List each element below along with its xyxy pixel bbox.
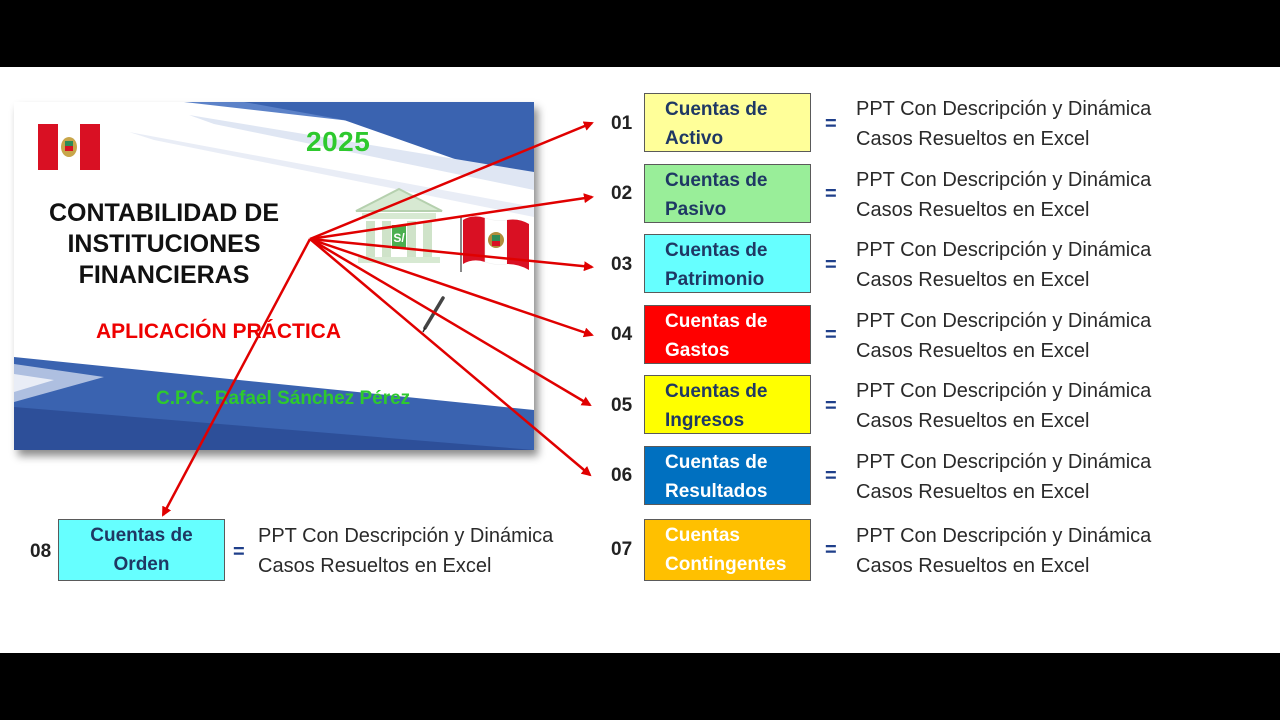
account-box-resultados: Cuentas de Resultados — [644, 446, 811, 505]
account-description: PPT Con Descripción y Dinámica Casos Res… — [856, 94, 1151, 154]
connector-arrows — [161, 121, 594, 517]
cover-title-line: INSTITUCIONES — [67, 230, 261, 258]
account-box-patrimonio: Cuentas de Patrimonio — [644, 234, 811, 293]
account-label: Gastos — [665, 340, 730, 361]
account-label: Activo — [665, 128, 724, 149]
account-number: 04 — [611, 324, 633, 345]
slide-decoration — [14, 102, 534, 450]
account-description: PPT Con Descripción y Dinámica Casos Res… — [856, 376, 1151, 436]
arrow-to-05 — [309, 237, 592, 407]
account-number: 07 — [611, 539, 633, 560]
account-label: Orden — [113, 554, 170, 575]
description-line: PPT Con Descripción y Dinámica — [856, 239, 1152, 261]
arrow-to-08 — [161, 238, 312, 517]
account-box-pasivo: Cuentas de Pasivo — [644, 164, 811, 223]
account-description: PPT Con Descripción y Dinámica Casos Res… — [856, 306, 1151, 366]
account-description: PPT Con Descripción y Dinámica Casos Res… — [856, 235, 1151, 295]
account-label: Patrimonio — [665, 269, 765, 290]
peru-flag-icon — [460, 216, 529, 272]
account-description: PPT Con Descripción y Dinámica Casos Res… — [856, 521, 1151, 581]
account-label: Ingresos — [665, 410, 745, 431]
arrow-to-04 — [309, 237, 594, 338]
account-box-contingentes: Cuentas Contingentes — [644, 519, 811, 581]
account-label: Cuentas de — [665, 381, 768, 402]
account-number: 08 — [30, 541, 52, 562]
description-line: PPT Con Descripción y Dinámica — [856, 525, 1152, 547]
account-description: PPT Con Descripción y Dinámica Casos Res… — [258, 521, 553, 581]
account-label: Resultados — [665, 481, 768, 502]
main-canvas: S/ 2025 CONTABILIDAD DE INSTITUCIONES FI… — [0, 67, 1280, 653]
equals-sign: = — [825, 539, 837, 561]
equals-sign: = — [825, 254, 837, 276]
description-line: PPT Con Descripción y Dinámica — [856, 380, 1152, 402]
description-line: PPT Con Descripción y Dinámica — [856, 310, 1152, 332]
equals-sign: = — [233, 541, 245, 563]
cover-slide: S/ 2025 CONTABILIDAD DE INSTITUCIONES FI… — [14, 102, 534, 450]
account-number: 02 — [611, 183, 633, 204]
letterbox-bottom — [0, 653, 1280, 720]
cover-title-line: FINANCIERAS — [78, 261, 250, 289]
peru-flag-icon — [38, 124, 100, 170]
description-line: Casos Resueltos en Excel — [856, 340, 1090, 362]
account-number: 06 — [611, 465, 633, 486]
bank-building-icon: S/ — [355, 187, 443, 263]
description-line: Casos Resueltos en Excel — [258, 555, 492, 577]
arrow-to-01 — [309, 121, 594, 241]
account-box-gastos: Cuentas de Gastos — [644, 305, 811, 364]
cover-title: CONTABILIDAD DE INSTITUCIONES FINANCIERA… — [14, 198, 314, 291]
equals-sign: = — [825, 324, 837, 346]
account-label: Cuentas — [665, 525, 740, 546]
svg-text:S/: S/ — [393, 231, 405, 245]
account-number: 01 — [611, 113, 633, 134]
description-line: PPT Con Descripción y Dinámica — [258, 525, 554, 547]
equals-sign: = — [825, 395, 837, 417]
account-box-ingresos: Cuentas de Ingresos — [644, 375, 811, 434]
description-line: PPT Con Descripción y Dinámica — [856, 169, 1152, 191]
description-line: Casos Resueltos en Excel — [856, 481, 1090, 503]
arrow-to-06 — [309, 238, 592, 477]
description-line: PPT Con Descripción y Dinámica — [856, 98, 1152, 120]
letterbox-top — [0, 0, 1280, 67]
equals-sign: = — [825, 183, 837, 205]
account-box-activo: Cuentas de Activo — [644, 93, 811, 152]
arrow-to-03 — [309, 237, 594, 272]
cover-year: 2025 — [306, 126, 371, 157]
description-line: Casos Resueltos en Excel — [856, 128, 1090, 150]
account-number: 05 — [611, 395, 633, 416]
account-label: Contingentes — [665, 554, 787, 575]
description-line: Casos Resueltos en Excel — [856, 269, 1090, 291]
account-box-orden: Cuentas de Orden — [58, 519, 225, 581]
account-label: Cuentas de — [90, 525, 193, 546]
account-label: Cuentas de — [665, 99, 768, 120]
account-number: 03 — [611, 254, 633, 275]
arrow-to-02 — [309, 193, 594, 241]
cover-author: C.P.C. Rafael Sánchez Pérez — [156, 388, 411, 409]
cover-subtitle: APLICACIÓN PRÁCTICA — [96, 320, 341, 343]
description-line: Casos Resueltos en Excel — [856, 555, 1090, 577]
account-label: Pasivo — [665, 199, 727, 220]
cover-title-line: CONTABILIDAD DE — [48, 199, 280, 227]
account-description: PPT Con Descripción y Dinámica Casos Res… — [856, 447, 1151, 507]
account-label: Cuentas de — [665, 170, 768, 191]
account-label: Cuentas de — [665, 240, 768, 261]
account-label: Cuentas de — [665, 311, 768, 332]
description-line: Casos Resueltos en Excel — [856, 199, 1090, 221]
description-line: PPT Con Descripción y Dinámica — [856, 451, 1152, 473]
account-description: PPT Con Descripción y Dinámica Casos Res… — [856, 165, 1151, 225]
description-line: Casos Resueltos en Excel — [856, 410, 1090, 432]
equals-sign: = — [825, 113, 837, 135]
equals-sign: = — [825, 465, 837, 487]
account-label: Cuentas de — [665, 452, 768, 473]
